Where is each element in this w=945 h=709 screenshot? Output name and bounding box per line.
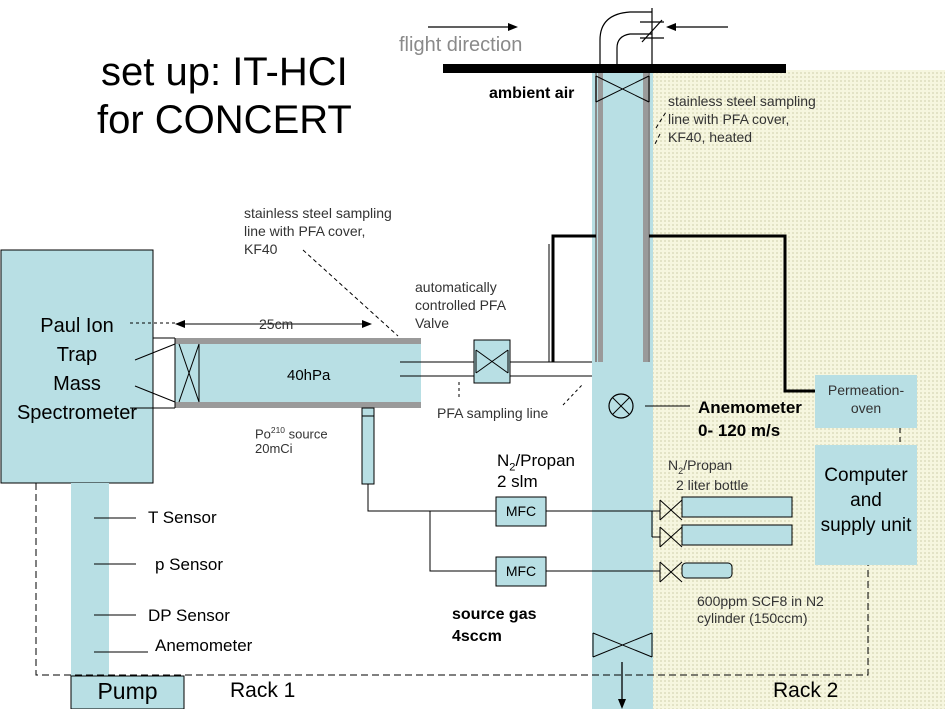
p-sensor-label: p Sensor: [155, 555, 224, 574]
propan-bottle-2: [681, 524, 793, 546]
heated-line-label-1: stainless steel sampling: [668, 93, 816, 109]
bottom-valve: [592, 632, 653, 658]
aircraft-skin: [443, 64, 786, 73]
bypass-line-left: [551, 234, 596, 362]
t-sensor-label: T Sensor: [148, 508, 217, 527]
n2-bottle-label: N2/Propan: [668, 457, 732, 476]
inlet-hood: [599, 11, 652, 64]
po-source-post: source: [284, 426, 328, 442]
page-title-line-2: for CONCERT: [97, 98, 352, 142]
permeation-line: [649, 234, 815, 393]
computer-line-1: Computer: [824, 465, 908, 486]
n2-propan-pre: N: [497, 451, 510, 470]
spectrometer-line-1: Paul Ion: [40, 315, 114, 337]
permeation-oven-label-2: oven: [850, 400, 882, 416]
steel-inlet-tube: [598, 70, 603, 362]
top-valve: [595, 75, 650, 103]
n2-propan-flow: 2 slm: [497, 472, 538, 491]
n2-propan-post: /Propan: [515, 451, 575, 470]
source-gas-flow: 4sccm: [452, 628, 502, 645]
anemometer-label: Anemometer: [698, 398, 802, 417]
heated-line-label-3: KF40, heated: [668, 129, 753, 145]
bottle-valve-1: [659, 499, 683, 521]
flight-direction-label: flight direction: [399, 34, 523, 56]
permeation-oven-label-1: Permeation-: [827, 382, 905, 398]
pump-box: [70, 675, 185, 709]
page-title-line-1: set up: IT-HCI: [101, 50, 348, 94]
computer-box: [815, 445, 917, 565]
po-source-activity: 20mCi: [255, 441, 293, 456]
scf8-label-1: 600ppm SCF8 in N2: [697, 593, 824, 609]
computer-line-2: and: [850, 490, 882, 511]
control-wire: [35, 483, 869, 676]
rack2-label: Rack 2: [773, 679, 839, 702]
bottle-valve-3: [659, 561, 683, 583]
po-source-pre: Po: [255, 426, 271, 442]
pump-column: [71, 483, 109, 709]
steel-line-label-2: line with PFA cover,: [244, 223, 366, 239]
po-source: [361, 407, 375, 485]
steel-line-label-1: stainless steel sampling: [244, 205, 392, 221]
propan-bottle-1: [681, 496, 793, 518]
duct-anemometer: [608, 393, 634, 419]
length-label: 25cm: [259, 316, 294, 332]
anemometer-sensor-label: Anemometer: [155, 636, 253, 655]
rack1-label: Rack 1: [230, 679, 296, 702]
computer-label: Computer and supply unit: [812, 463, 920, 538]
n2-bottle-size: 2 liter bottle: [676, 477, 749, 493]
pump-label: Pump: [97, 678, 158, 704]
spectrometer-label: Paul Ion Trap Mass Spectrometer: [1, 312, 153, 428]
po-source-sup: 210: [270, 425, 285, 435]
n2-bottle-pre: N: [668, 457, 679, 473]
source-gas-label: source gas: [452, 606, 537, 623]
pfa-sampling-line-label: PFA sampling line: [437, 405, 549, 421]
po-source-label: Po210 source: [255, 425, 328, 442]
n2-propan-sub: 2: [509, 461, 516, 474]
anemometer-range: 0- 120 m/s: [698, 421, 781, 440]
scf8-bottle: [681, 562, 733, 579]
spectrometer-line-3: Mass: [53, 373, 101, 395]
pressure-label: 40hPa: [287, 367, 331, 384]
pfa-valve-label-1: automatically: [415, 279, 497, 295]
n2-bottle-post: /Propan: [683, 457, 733, 473]
steel-line-label-3: KF40: [244, 241, 278, 257]
drift-tube: [175, 338, 421, 408]
n2-bottle-sub: 2: [678, 465, 684, 476]
pfa-valve-label-3: Valve: [415, 315, 449, 331]
dp-sensor-label: DP Sensor: [148, 606, 230, 625]
mfc-upper-label: MFC: [505, 503, 537, 519]
pfa-valve-label-2: controlled PFA: [415, 297, 507, 313]
scf8-label-2: cylinder (150ccm): [697, 610, 808, 626]
computer-line-3: supply unit: [820, 515, 912, 536]
spectrometer-line-2: Trap: [56, 344, 98, 366]
permeation-oven: [815, 375, 917, 428]
spectrometer-line-4: Spectrometer: [16, 402, 138, 424]
ambient-air-label: ambient air: [489, 85, 575, 102]
n2-propan-label: N2/Propan: [497, 451, 575, 474]
heated-line-label-2: line with PFA cover,: [668, 111, 790, 127]
mfc-lower-label: MFC: [505, 563, 537, 579]
